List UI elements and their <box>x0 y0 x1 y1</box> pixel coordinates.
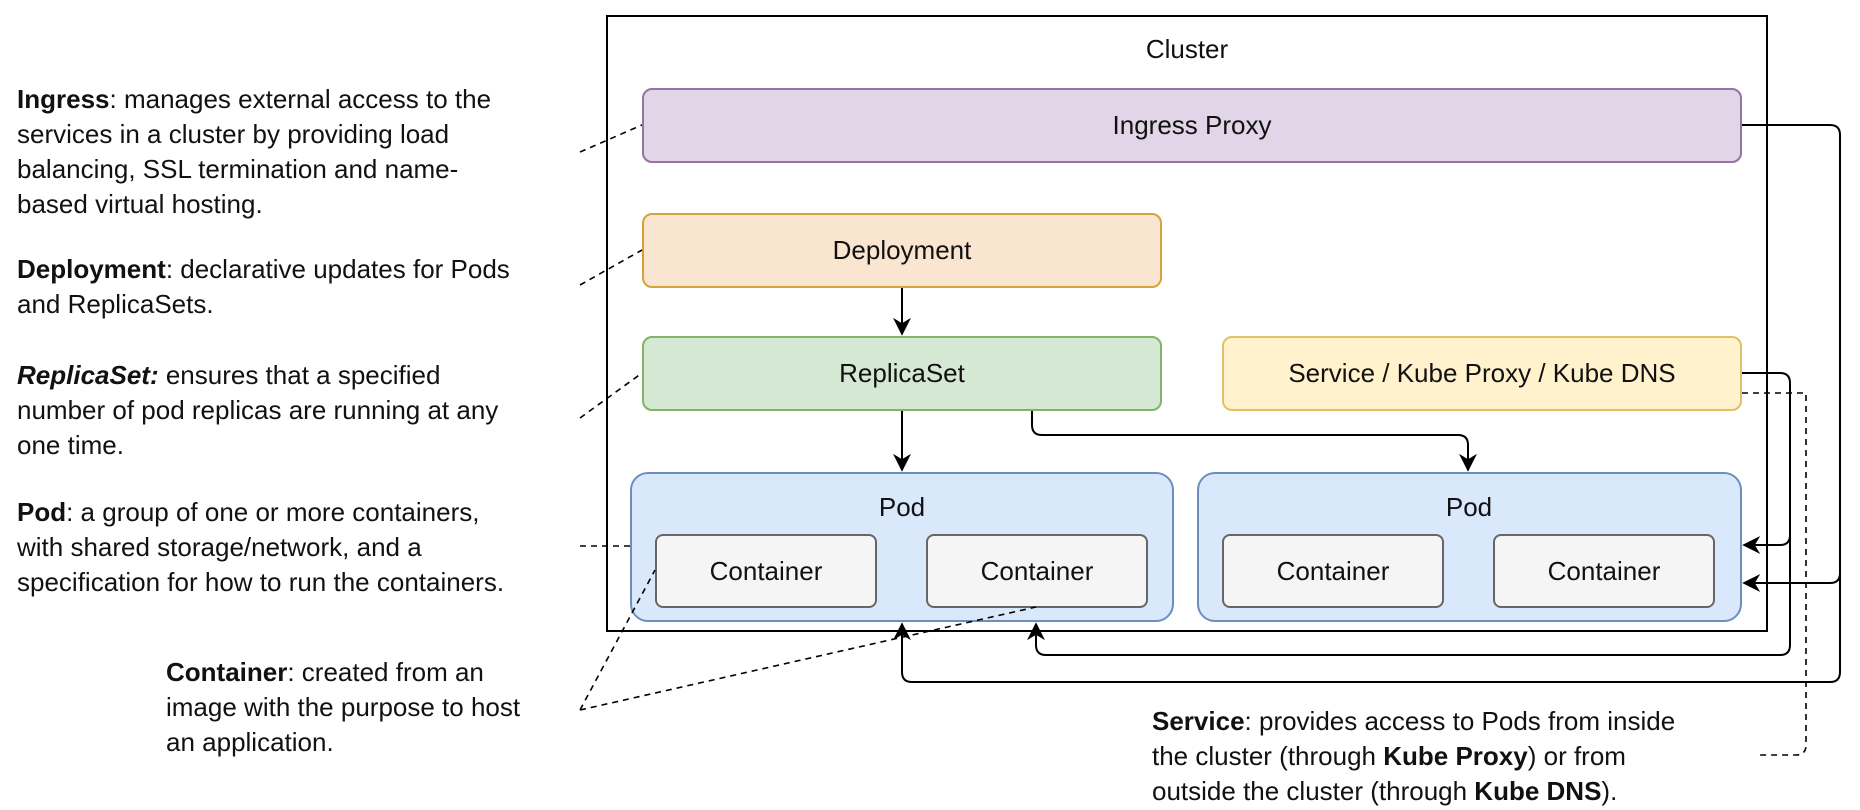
pod-label-1: Pod <box>878 492 926 522</box>
note-text: one time. <box>17 430 124 460</box>
replicaset-label: ReplicaSet <box>839 358 965 388</box>
note-term: Pod <box>17 497 67 527</box>
note-text: the cluster (through <box>1152 741 1384 771</box>
service-label: Service / Kube Proxy / Kube DNS <box>1288 358 1676 388</box>
note-text: : provides access to Pods from inside <box>1244 706 1676 736</box>
note-term: Deployment <box>17 254 166 284</box>
note-text: ensures that a specified <box>158 360 441 390</box>
note-term: Ingress <box>17 84 110 114</box>
note-text: specification for how to run the contain… <box>17 567 505 597</box>
note-text: : a group of one or more containers, <box>66 497 480 527</box>
note-ingress: Ingress: manages external access to the … <box>17 82 582 222</box>
note-text: number of pod replicas are running at an… <box>17 395 499 425</box>
note-text: and ReplicaSets. <box>17 289 214 319</box>
note-text: image with the purpose to host <box>166 692 521 722</box>
ingress-proxy-node: Ingress Proxy <box>642 88 1742 163</box>
note-term-kube-proxy: Kube Proxy <box>1383 741 1528 771</box>
note-text: an application. <box>166 727 334 757</box>
deployment-label: Deployment <box>832 235 972 265</box>
note-text: services in a cluster by providing load <box>17 119 450 149</box>
note-text: balancing, SSL termination and name- <box>17 154 459 184</box>
note-text: ) or from <box>1527 741 1626 771</box>
container-label: Container <box>709 555 823 586</box>
note-replicaset: ReplicaSet: ensures that a specified num… <box>17 358 582 463</box>
note-term: Container <box>166 657 288 687</box>
container-label: Container <box>980 555 1094 586</box>
note-text: : created from an <box>287 657 484 687</box>
note-container: Container: created from an image with th… <box>166 655 586 760</box>
note-text: outside the cluster (through <box>1152 776 1475 806</box>
ingress-proxy-label: Ingress Proxy <box>1112 110 1272 140</box>
pod-label-2: Pod <box>1445 492 1493 522</box>
note-pod: Pod: a group of one or more containers, … <box>17 495 592 600</box>
replicaset-node: ReplicaSet <box>642 336 1162 411</box>
note-deployment: Deployment: declarative updates for Pods… <box>17 252 582 322</box>
note-term: ReplicaSet: <box>17 360 159 390</box>
service-node: Service / Kube Proxy / Kube DNS <box>1222 336 1742 411</box>
note-term: Service <box>1152 706 1245 736</box>
container-label: Container <box>1276 555 1390 586</box>
note-text: : declarative updates for Pods <box>165 254 510 284</box>
cluster-label: Cluster <box>1145 34 1229 64</box>
container-node-2b: Container <box>1493 534 1715 608</box>
deployment-node: Deployment <box>642 213 1162 288</box>
note-text: with shared storage/network, and a <box>17 532 422 562</box>
note-term-kube-dns: Kube DNS <box>1474 776 1602 806</box>
note-service: Service: provides access to Pods from in… <box>1152 704 1762 809</box>
container-node-2a: Container <box>1222 534 1444 608</box>
container-label: Container <box>1547 555 1661 586</box>
container-node-1b: Container <box>926 534 1148 608</box>
note-text: based virtual hosting. <box>17 189 263 219</box>
note-text: : manages external access to the <box>109 84 492 114</box>
note-text: ). <box>1601 776 1618 806</box>
container-node-1a: Container <box>655 534 877 608</box>
